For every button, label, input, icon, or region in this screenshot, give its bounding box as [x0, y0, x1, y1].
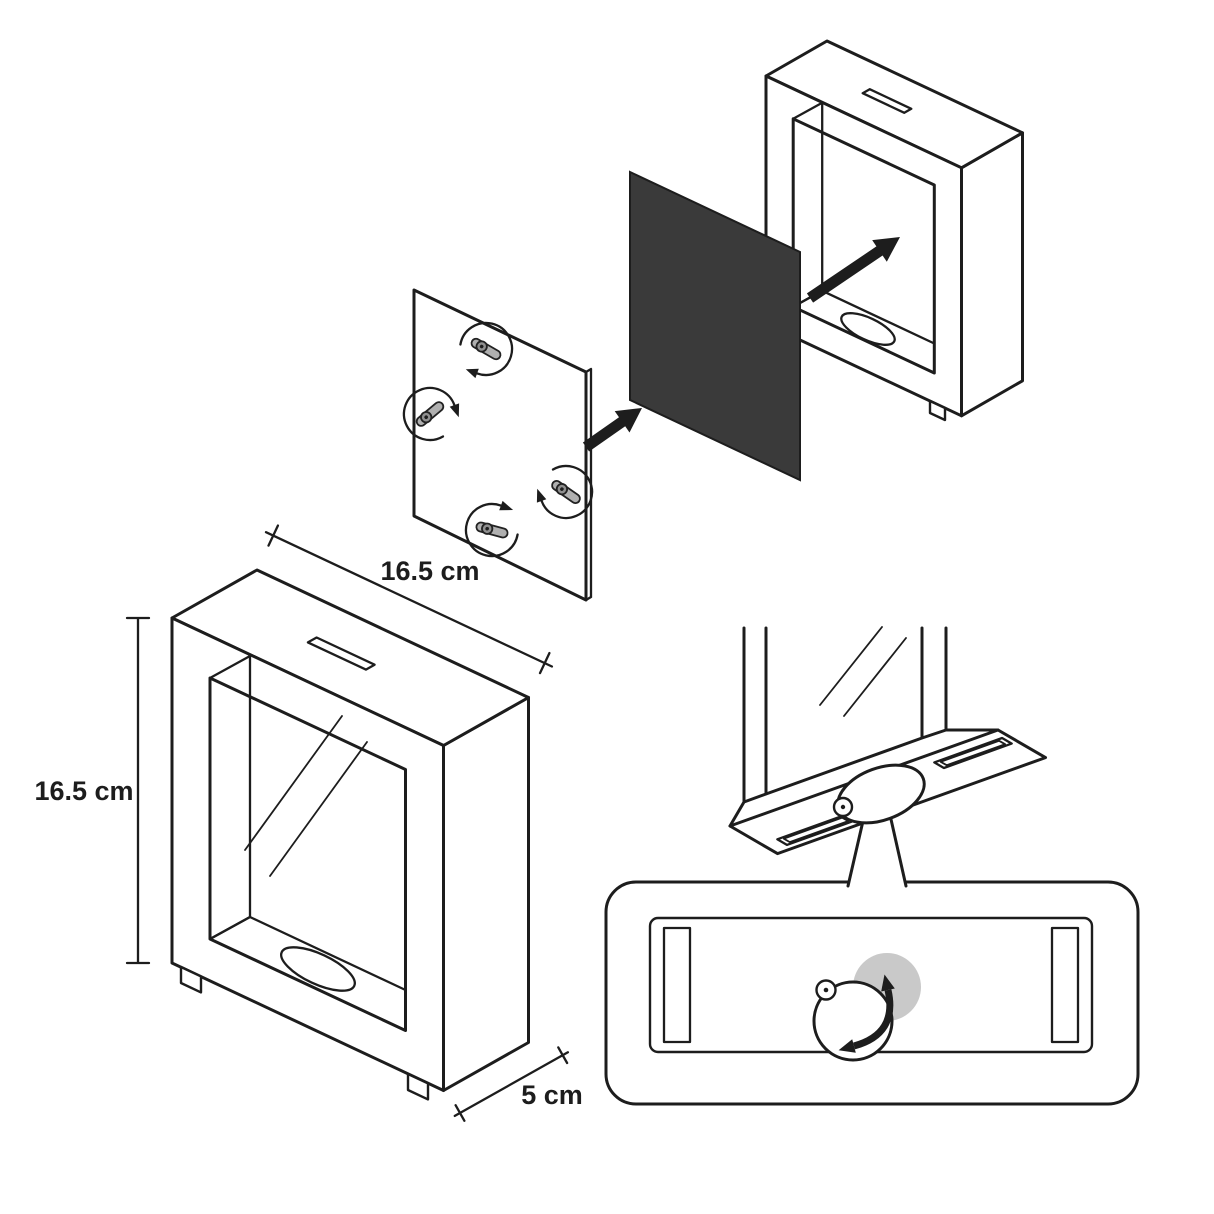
frame-right-face	[442, 696, 530, 1092]
twist-lock-pivot	[823, 987, 829, 993]
foot-slot-left	[662, 926, 692, 1044]
clip-rotation-arrow-icon	[540, 464, 594, 520]
dimension-depth: 5 cm	[453, 1046, 583, 1122]
clip-rotation-arrowhead	[449, 403, 460, 418]
back-panel-with-clips	[402, 288, 594, 602]
foot-slot-inner	[939, 739, 1006, 767]
coin-slot	[306, 636, 376, 671]
frame-right-face	[960, 131, 1024, 418]
clip-rotation-arrowhead	[465, 368, 479, 379]
attach-arrow-icon	[582, 408, 642, 452]
foot-slot-right	[1050, 926, 1080, 1044]
coin-release-hole	[840, 312, 896, 346]
dimension-side-height: 16.5 cm	[34, 616, 151, 965]
frame-foot	[179, 965, 203, 994]
glass-reflection	[819, 626, 907, 717]
clip-rotation-arrow-icon	[402, 386, 456, 442]
dimension-label-side-height: 16.5 cm	[34, 776, 133, 806]
lock-detail-panel	[604, 880, 1140, 1106]
insert-arrow-icon	[806, 237, 900, 303]
twist-lock-on-frame	[832, 763, 926, 825]
frame-box-isometric	[764, 39, 1024, 422]
glass-reflection	[244, 715, 368, 877]
lock-rotation-arrow-icon	[852, 989, 894, 1050]
clip-rotation-arrowhead	[536, 488, 547, 503]
frame-front-dimensioned: 16.5 cm 16.5 cm 5 cm	[34, 524, 583, 1122]
lock-rotation-arrowhead	[838, 1039, 856, 1053]
lock-rotation-arrowhead	[881, 974, 895, 992]
clip-rotation-arrow-icon	[459, 321, 514, 377]
photo-panel	[629, 170, 801, 482]
frame-lower-walls	[728, 626, 1000, 828]
dimension-top-width: 16.5 cm	[264, 524, 554, 675]
foot-slot	[933, 736, 1013, 770]
clip-rotation-arrow-icon	[464, 502, 519, 558]
coin-release-hole	[280, 946, 356, 992]
frame-foot	[928, 399, 947, 422]
foot-slot-inner	[782, 816, 850, 843]
clip-rotation-arrowhead	[499, 500, 514, 511]
frame-foot	[406, 1072, 430, 1101]
dimension-label-top-width: 16.5 cm	[380, 556, 479, 586]
frame-inner-bottom	[208, 915, 407, 1032]
twist-lock-pivot	[840, 804, 846, 810]
coin-slot	[861, 88, 913, 114]
dimension-label-depth: 5 cm	[521, 1080, 583, 1110]
